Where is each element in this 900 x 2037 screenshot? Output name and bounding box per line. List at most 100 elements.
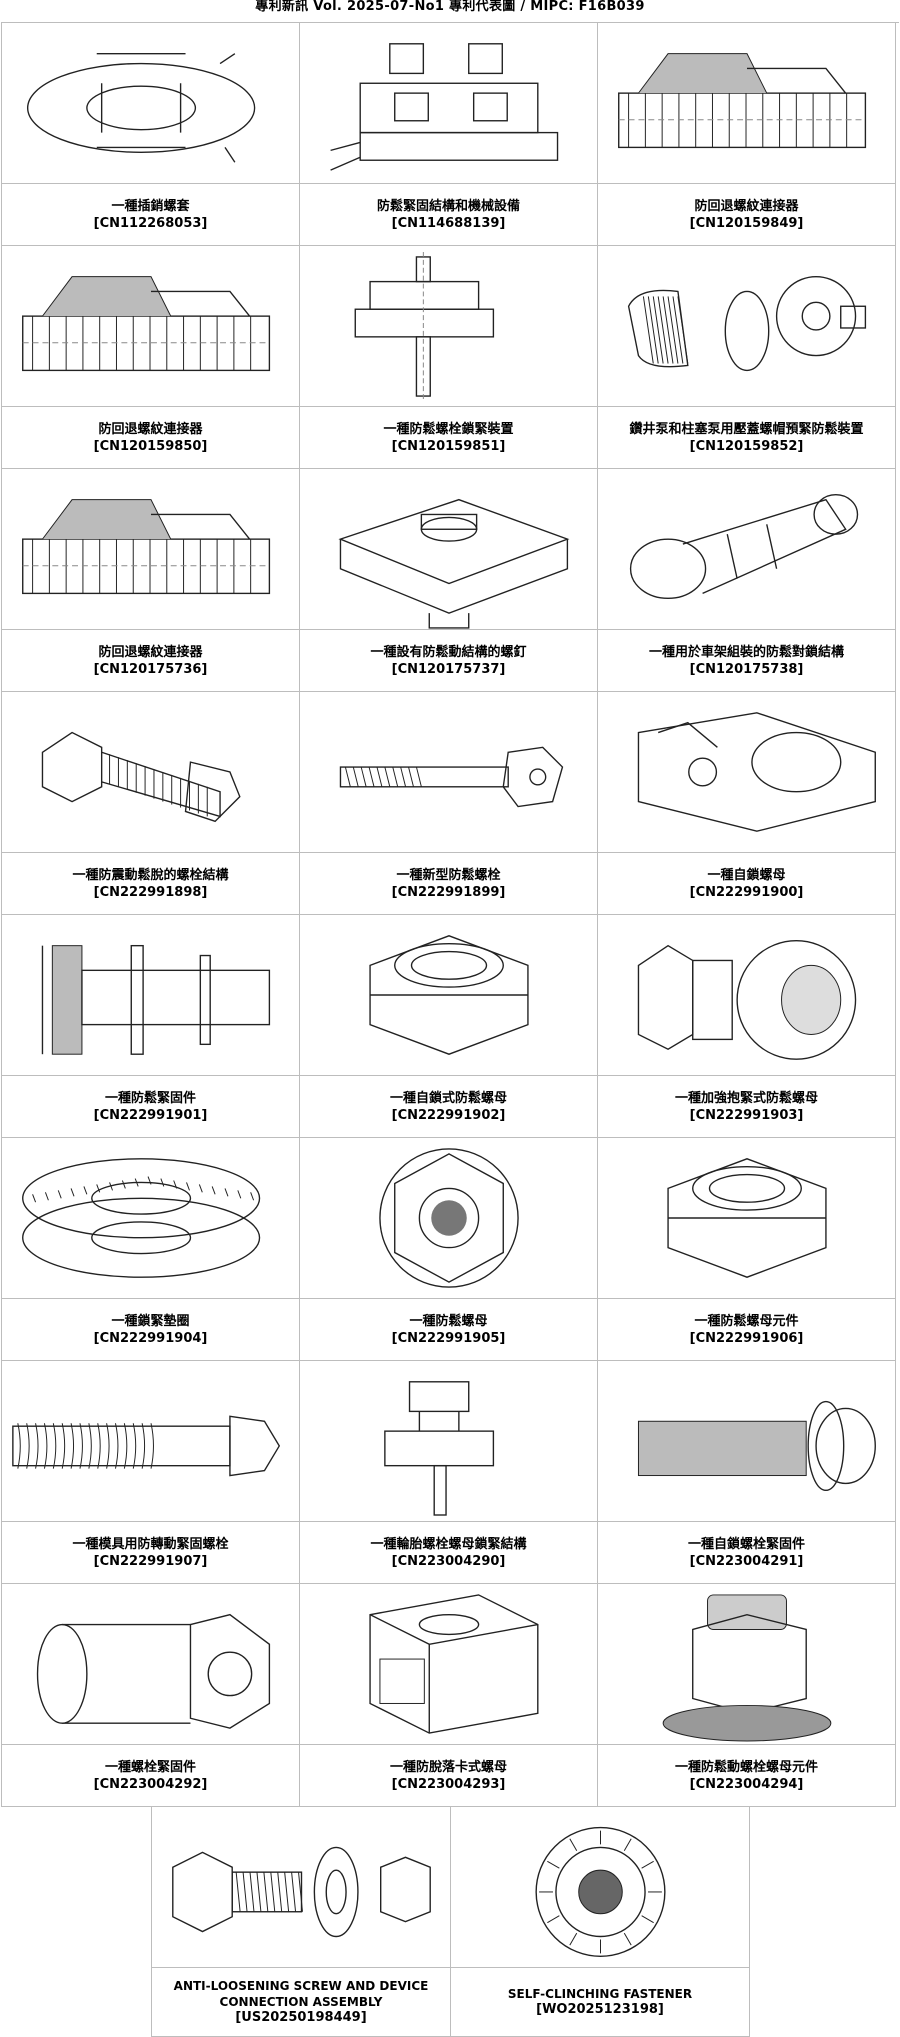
patent-row: 防回退螺紋連接器[CN120159850]一種防鬆螺栓鎖緊裝置[CN120159…: [2, 246, 899, 469]
patent-cell: 一種自鎖式防鬆螺母[CN222991902]: [300, 915, 598, 1138]
patent-title: 鑽井泵和柱塞泵用壓蓋螺帽預緊防鬆裝置: [629, 421, 863, 438]
patent-caption: 一種加強抱緊式防鬆螺母[CN222991903]: [598, 1076, 895, 1137]
patent-title: 一種自鎖螺母: [707, 867, 785, 884]
patent-cell: 一種用於車架組裝的防鬆對鎖結構[CN120175738]: [598, 469, 896, 692]
patent-cell: 一種加強抱緊式防鬆螺母[CN222991903]: [598, 915, 896, 1138]
patent-title: 一種用於車架組裝的防鬆對鎖結構: [649, 644, 844, 661]
patent-number: [CN120175738]: [690, 661, 804, 678]
patent-title: 一種螺栓緊固件: [105, 1759, 196, 1776]
patent-title: 一種防鬆螺母元件: [694, 1313, 798, 1330]
patent-cell: 一種防鬆緊固件[CN222991901]: [2, 915, 300, 1138]
patent-number: [CN223004291]: [690, 1553, 804, 1570]
clamp-nut-drawing: [598, 915, 895, 1076]
patent-title: 一種鎖緊墊圈: [111, 1313, 189, 1330]
patent-number: [CN222991899]: [392, 884, 506, 901]
lock-washer-drawing: [2, 1138, 299, 1299]
threaded-connector-section-drawing: [598, 23, 895, 184]
patent-title: 一種模具用防轉動緊固螺栓: [72, 1536, 228, 1553]
patent-number: [CN223004292]: [94, 1776, 208, 1793]
patent-cell: 一種防脫落卡式螺母[CN223004293]: [300, 1584, 598, 1807]
patent-number: [CN222991900]: [690, 884, 804, 901]
hex-bolt-drawing: [300, 692, 597, 853]
patent-caption: 防回退螺紋連接器[CN120175736]: [2, 630, 299, 691]
self-clinching-fastener-drawing: [451, 1807, 749, 1968]
patent-caption: 一種防鬆螺母元件[CN222991906]: [598, 1299, 895, 1360]
patent-cell: 一種輪胎螺栓螺母鎖緊結構[CN223004290]: [300, 1361, 598, 1584]
patent-number: [WO2025123198]: [536, 2002, 664, 2018]
patent-caption: 一種防鬆動螺栓螺母元件[CN223004294]: [598, 1745, 895, 1806]
anti-vibration-bolt-drawing: [2, 692, 299, 853]
patent-number: [CN223004294]: [690, 1776, 804, 1793]
patent-title: 一種插銷螺套: [111, 198, 189, 215]
patent-row: 一種鎖緊墊圈[CN222991904]一種防鬆螺母[CN222991905]一種…: [2, 1138, 899, 1361]
patent-caption: 一種輪胎螺栓螺母鎖緊結構[CN223004290]: [300, 1522, 597, 1583]
patent-caption: 防回退螺紋連接器[CN120159850]: [2, 407, 299, 468]
patent-cell: SELF-CLINCHING FASTENER[WO2025123198]: [451, 1807, 750, 2037]
long-bolt-drawing: [2, 1361, 299, 1522]
patent-title: 一種防鬆螺母: [409, 1313, 487, 1330]
patent-cell: 防回退螺紋連接器[CN120159849]: [598, 23, 896, 246]
patent-cell: 一種模具用防轉動緊固螺栓[CN222991907]: [2, 1361, 300, 1584]
patent-caption: 一種防震動鬆脫的螺栓結構[CN222991898]: [2, 853, 299, 914]
wheel-nut-lock-drawing: [300, 1361, 597, 1522]
patent-caption: 一種鎖緊墊圈[CN222991904]: [2, 1299, 299, 1360]
patent-title: 一種輪胎螺栓螺母鎖緊結構: [370, 1536, 526, 1553]
patent-number: [CN222991901]: [94, 1107, 208, 1124]
patent-title: SELF-CLINCHING FASTENER: [508, 1986, 692, 2002]
patent-number: [CN120159851]: [392, 438, 506, 455]
patent-caption: 防回退螺紋連接器[CN120159849]: [598, 184, 895, 245]
flange-bolt-drawing: [598, 1361, 895, 1522]
patent-number: [US20250198449]: [235, 2010, 366, 2026]
patent-cell: 一種鎖緊墊圈[CN222991904]: [2, 1138, 300, 1361]
patent-number: [CN222991905]: [392, 1330, 506, 1347]
patent-number: [CN223004293]: [392, 1776, 506, 1793]
patent-cell: 一種防鬆動螺栓螺母元件[CN223004294]: [598, 1584, 896, 1807]
patent-grid-last-row: ANTI-LOOSENING SCREW AND DEVICE CONNECTI…: [151, 1806, 750, 2037]
patent-caption: 鑽井泵和柱塞泵用壓蓋螺帽預緊防鬆裝置[CN120159852]: [598, 407, 895, 468]
patent-title: 一種設有防鬆動結構的螺釘: [370, 644, 526, 661]
patent-title: 一種自鎖螺栓緊固件: [688, 1536, 805, 1553]
patent-number: [CN112268053]: [94, 215, 208, 232]
patent-cell: 一種自鎖螺栓緊固件[CN223004291]: [598, 1361, 896, 1584]
patent-cell: 一種設有防鬆動結構的螺釘[CN120175737]: [300, 469, 598, 692]
bolted-plates-drawing: [300, 23, 597, 184]
patent-title: 一種防鬆動螺栓螺母元件: [675, 1759, 818, 1776]
patent-cell: ANTI-LOOSENING SCREW AND DEVICE CONNECTI…: [152, 1807, 451, 2037]
screw-block-drawing: [300, 469, 597, 630]
patent-number: [CN120159850]: [94, 438, 208, 455]
nut-top-view-drawing: [300, 1138, 597, 1299]
patent-cell: 一種螺栓緊固件[CN223004292]: [2, 1584, 300, 1807]
nut-element-drawing: [598, 1584, 895, 1745]
gland-nut-assembly-drawing: [598, 246, 895, 407]
patent-cell: 一種防鬆螺母元件[CN222991906]: [598, 1138, 896, 1361]
patent-title: 防鬆緊固結構和機械設備: [377, 198, 520, 215]
patent-row: 防回退螺紋連接器[CN120175736]一種設有防鬆動結構的螺釘[CN1201…: [2, 469, 899, 692]
patent-title: 一種自鎖式防鬆螺母: [390, 1090, 507, 1107]
patent-title: 一種防脫落卡式螺母: [390, 1759, 507, 1776]
patent-cell: 一種防鬆螺母[CN222991905]: [300, 1138, 598, 1361]
patent-number: [CN120159852]: [690, 438, 804, 455]
patent-title: ANTI-LOOSENING SCREW AND DEVICE CONNECTI…: [160, 1978, 442, 2010]
page-header: 專利新訊 Vol. 2025-07-No1 專利代表圖 / MIPC: F16B…: [0, 0, 900, 24]
exploded-screw-assembly-drawing: [152, 1807, 450, 1968]
patent-row: 一種插銷螺套[CN112268053] 防鬆緊固結構和機械設備[CN1146881…: [2, 23, 899, 246]
patent-caption: 一種防鬆螺栓鎖緊裝置[CN120159851]: [300, 407, 597, 468]
patent-caption: 一種防鬆螺母[CN222991905]: [300, 1299, 597, 1360]
patent-title: 防回退螺紋連接器: [98, 421, 202, 438]
patent-caption: 一種自鎖螺母[CN222991900]: [598, 853, 895, 914]
patent-caption: 一種自鎖螺栓緊固件[CN223004291]: [598, 1522, 895, 1583]
patent-number: [CN114688139]: [392, 215, 506, 232]
self-locking-nut-drawing: [598, 692, 895, 853]
threaded-connector-section-drawing: [2, 469, 299, 630]
patent-cell: 一種插銷螺套[CN112268053]: [2, 23, 300, 246]
patent-number: [CN120175736]: [94, 661, 208, 678]
patent-title: 一種加強抱緊式防鬆螺母: [675, 1090, 818, 1107]
patent-cell: 一種防鬆螺栓鎖緊裝置[CN120159851]: [300, 246, 598, 469]
patent-caption: 一種防鬆緊固件[CN222991901]: [2, 1076, 299, 1137]
patent-number: [CN120159849]: [690, 215, 804, 232]
patent-caption: 一種插銷螺套[CN112268053]: [2, 184, 299, 245]
patent-cell: 鑽井泵和柱塞泵用壓蓋螺帽預緊防鬆裝置[CN120159852]: [598, 246, 896, 469]
patent-caption: 一種設有防鬆動結構的螺釘[CN120175737]: [300, 630, 597, 691]
patent-number: [CN222991902]: [392, 1107, 506, 1124]
